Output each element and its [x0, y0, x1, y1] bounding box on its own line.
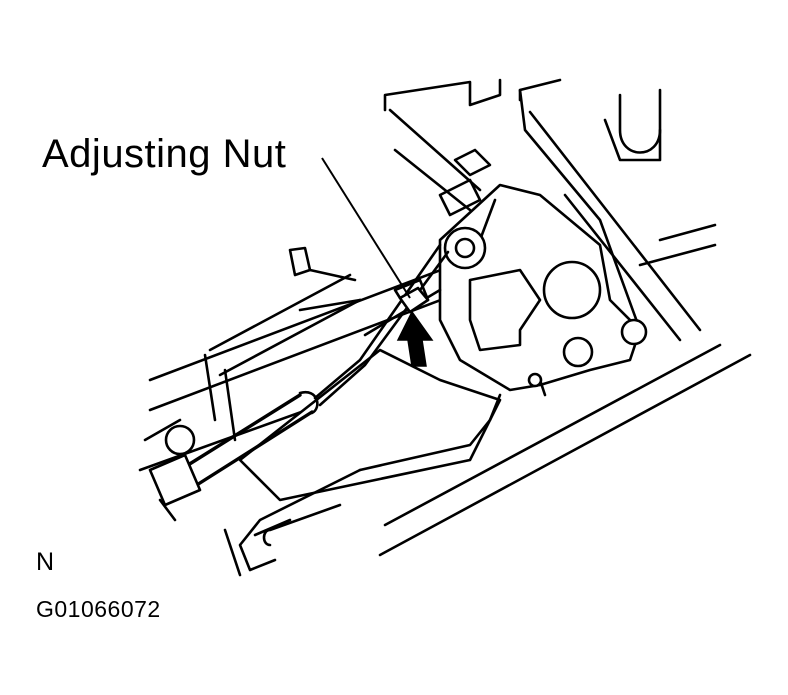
shift-lever-housing: [438, 148, 648, 397]
actuator-body: [143, 246, 362, 456]
arrow-icon: [396, 310, 434, 367]
adjusting-nut: [393, 278, 430, 314]
callout-leader-line: [321, 157, 411, 299]
upper-frame: [383, 78, 702, 342]
adjusting-nut-label: Adjusting Nut: [42, 132, 287, 176]
figure-code: G01066072: [36, 596, 161, 622]
lower-bracket: [223, 348, 502, 577]
view-label: N: [36, 548, 55, 576]
